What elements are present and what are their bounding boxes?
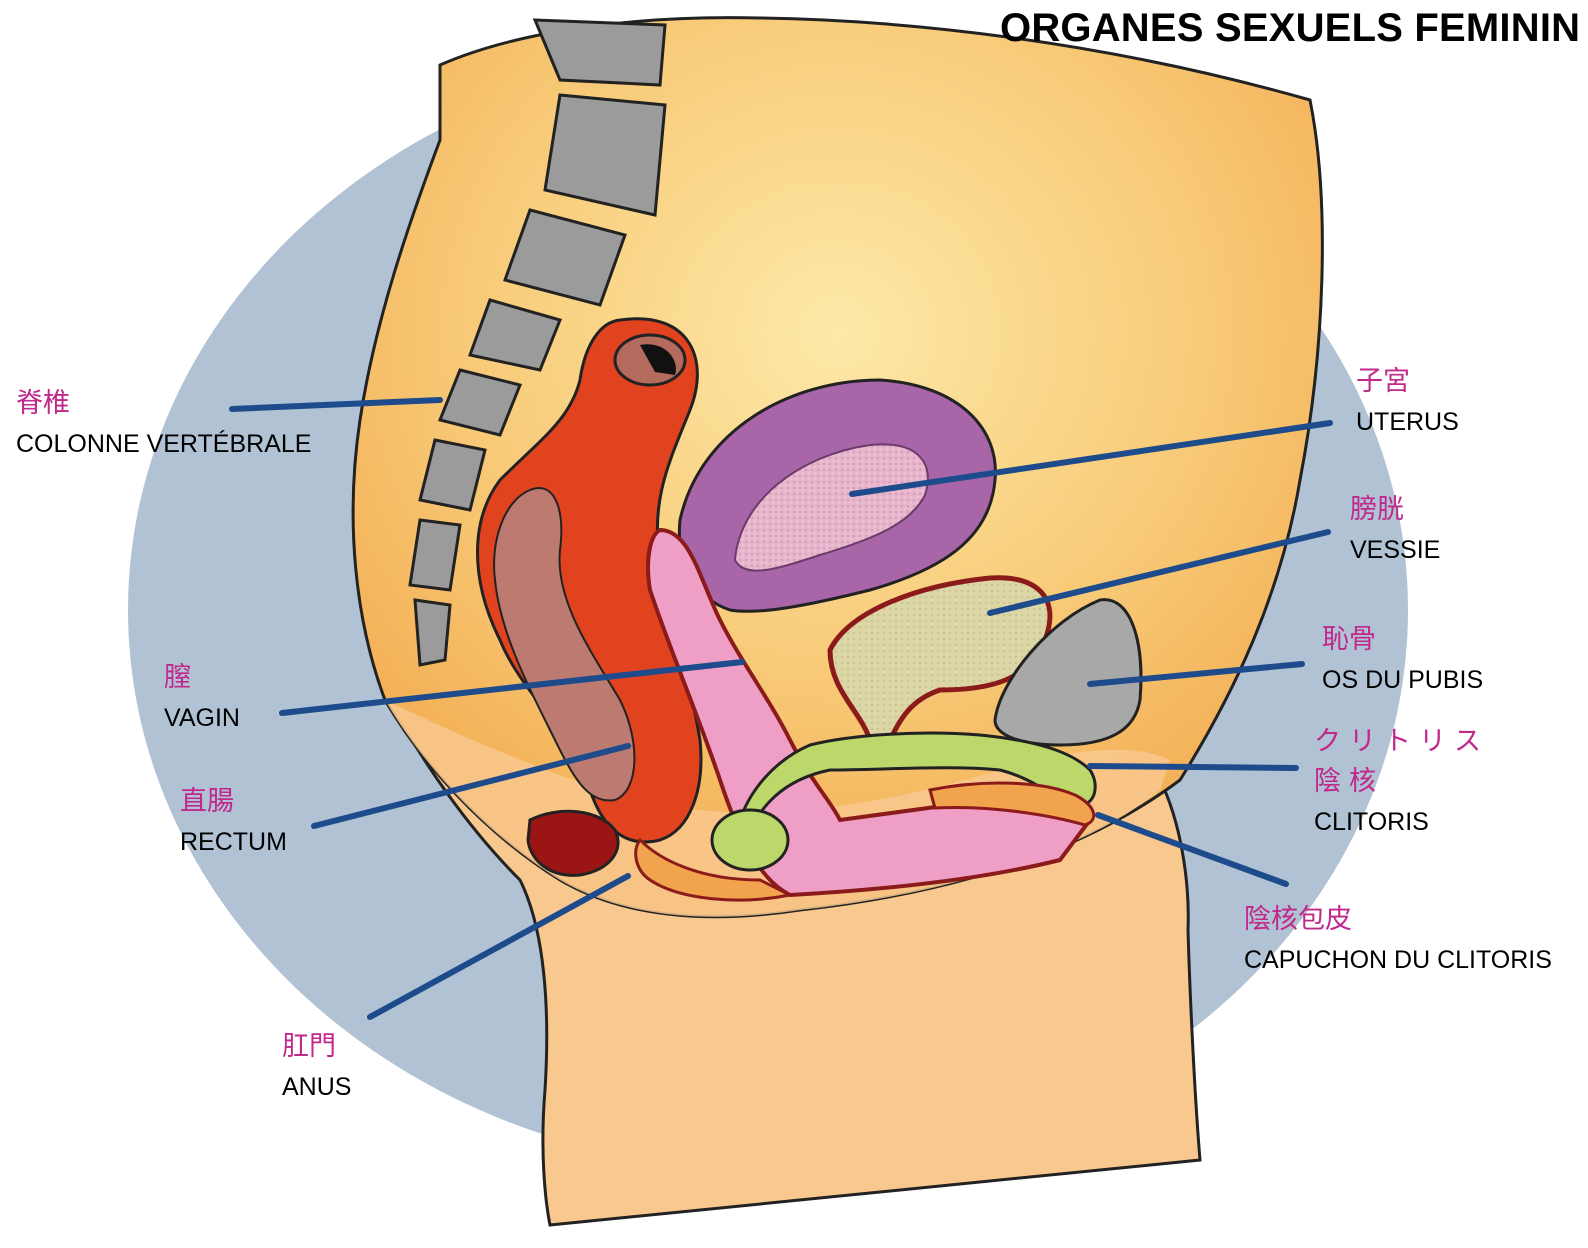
label-pubis-jp: 恥骨 (1322, 620, 1483, 660)
label-vagina-jp: 膣 (164, 658, 240, 698)
label-uterus: 子宮 UTERUS (1356, 362, 1459, 442)
label-rectum-fr: RECTUM (180, 822, 287, 862)
anus-organ (528, 811, 618, 875)
label-spine: 脊椎 COLONNE VERTÉBRALE (16, 384, 311, 464)
label-clitoris-jp: クリトリス 陰核 (1314, 722, 1554, 802)
label-anus-jp: 肛門 (282, 1027, 351, 1067)
label-clitoris: クリトリス 陰核 CLITORIS (1314, 722, 1554, 842)
label-pubis: 恥骨 OS DU PUBIS (1322, 620, 1483, 700)
label-clitoris-fr: CLITORIS (1314, 802, 1554, 842)
label-rectum: 直腸 RECTUM (180, 782, 287, 862)
label-bladder: 膀胱 VESSIE (1350, 490, 1440, 570)
label-bladder-jp: 膀胱 (1350, 490, 1440, 530)
label-anus: 肛門 ANUS (282, 1027, 351, 1107)
label-bladder-fr: VESSIE (1350, 530, 1440, 570)
diagram-title: ORGANES SEXUELS FEMININ (1000, 6, 1580, 51)
label-spine-fr: COLONNE VERTÉBRALE (16, 424, 311, 464)
label-hood-jp: 陰核包皮 (1244, 900, 1552, 940)
label-anus-fr: ANUS (282, 1067, 351, 1107)
label-vagina-fr: VAGIN (164, 698, 240, 738)
vestibular-bulb (712, 810, 788, 870)
label-hood-fr: CAPUCHON DU CLITORIS (1244, 940, 1552, 980)
label-uterus-jp: 子宮 (1356, 362, 1459, 402)
label-spine-jp: 脊椎 (16, 384, 311, 424)
label-rectum-jp: 直腸 (180, 782, 287, 822)
label-pubis-fr: OS DU PUBIS (1322, 660, 1483, 700)
label-uterus-fr: UTERUS (1356, 402, 1459, 442)
leader-line-clitoris (1090, 766, 1296, 768)
label-vagina: 膣 VAGIN (164, 658, 240, 738)
label-hood: 陰核包皮 CAPUCHON DU CLITORIS (1244, 900, 1552, 980)
